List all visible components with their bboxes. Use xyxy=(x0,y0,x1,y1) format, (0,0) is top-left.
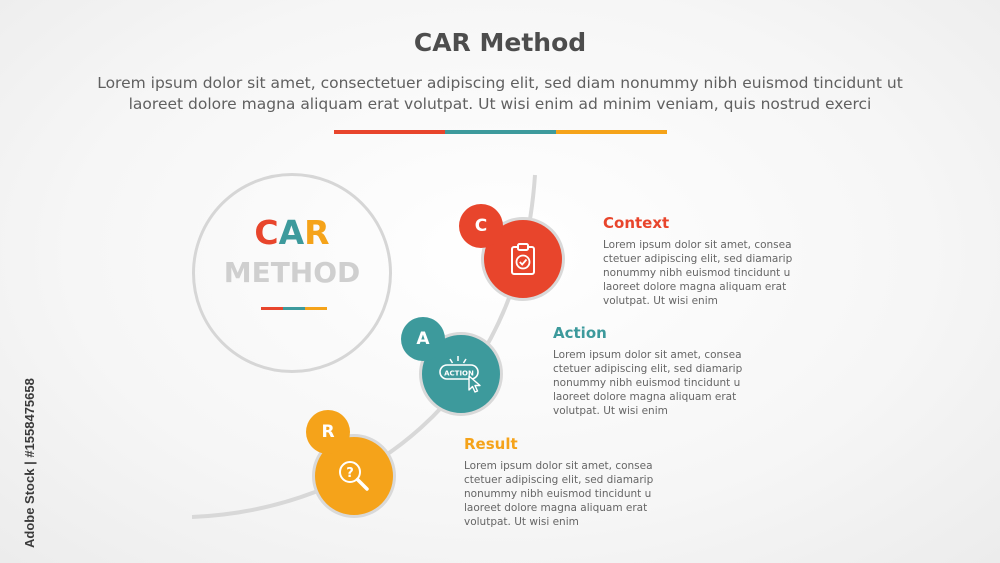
divider-context xyxy=(334,130,445,134)
result-desc-line: ctetuer adipiscing elit, sed diamarip xyxy=(464,474,654,486)
action-letter-badge: A xyxy=(401,317,445,361)
action-desc-line: Lorem ipsum dolor sit amet, consea xyxy=(553,349,742,361)
result-title: Result xyxy=(464,435,518,453)
divider-result xyxy=(556,130,667,134)
acronym-letter-a: A xyxy=(278,213,305,252)
context-desc-line: Lorem ipsum dolor sit amet, consea xyxy=(603,239,792,251)
result-description: Lorem ipsum dolor sit amet, consea ctetu… xyxy=(464,459,664,529)
mini-divider-action xyxy=(283,307,305,310)
context-desc-line: laoreet dolore magna aliquam erat xyxy=(603,281,787,293)
result-desc-line: nonummy nibh euismod tincidunt u xyxy=(464,488,652,500)
subtitle-line-2: laoreet dolore magna aliquam erat volutp… xyxy=(128,95,872,113)
page-subtitle: Lorem ipsum dolor sit amet, consectetuer… xyxy=(40,73,960,115)
result-desc-line: laoreet dolore magna aliquam erat xyxy=(464,502,648,514)
action-title: Action xyxy=(553,324,607,342)
acronym-letter-c: C xyxy=(254,213,279,252)
subtitle-line-1: Lorem ipsum dolor sit amet, consectetuer… xyxy=(97,74,903,92)
method-word: METHOD xyxy=(223,256,361,289)
action-click-icon: ACTION xyxy=(439,356,481,393)
search-question-icon: ? xyxy=(339,461,369,491)
action-description: Lorem ipsum dolor sit amet, consea ctetu… xyxy=(553,348,753,418)
result-desc-line: Lorem ipsum dolor sit amet, consea xyxy=(464,460,653,472)
context-desc-line: nonummy nibh euismod tincidunt u xyxy=(603,267,791,279)
action-desc-line: ctetuer adipiscing elit, sed diamarip xyxy=(553,363,743,375)
action-icon-label: ACTION xyxy=(444,370,474,378)
page-title: CAR Method xyxy=(413,28,587,57)
svg-text:?: ? xyxy=(346,466,354,481)
divider-action xyxy=(445,130,556,134)
result-desc-line: volutpat. Ut wisi enim xyxy=(464,516,579,528)
action-desc-line: nonummy nibh euismod tincidunt u xyxy=(553,377,741,389)
action-desc-line: laoreet dolore magna aliquam erat xyxy=(553,391,737,403)
context-desc-line: ctetuer adipiscing elit, sed diamarip xyxy=(603,253,793,265)
acronym-letter-r: R xyxy=(304,213,330,252)
context-desc-line: volutpat. Ut wisi enim xyxy=(603,295,718,307)
context-title: Context xyxy=(603,214,670,232)
mini-divider-context xyxy=(261,307,283,310)
context-letter-badge: C xyxy=(459,204,503,248)
clipboard-check-icon xyxy=(511,243,535,275)
action-desc-line: volutpat. Ut wisi enim xyxy=(553,405,668,417)
mini-divider-result xyxy=(305,307,327,310)
car-acronym: CAR xyxy=(192,213,392,252)
action-circle: ACTION xyxy=(419,332,503,416)
context-description: Lorem ipsum dolor sit amet, consea ctetu… xyxy=(603,238,803,308)
result-letter-badge: R xyxy=(306,410,350,454)
car-method-circle xyxy=(192,173,392,373)
